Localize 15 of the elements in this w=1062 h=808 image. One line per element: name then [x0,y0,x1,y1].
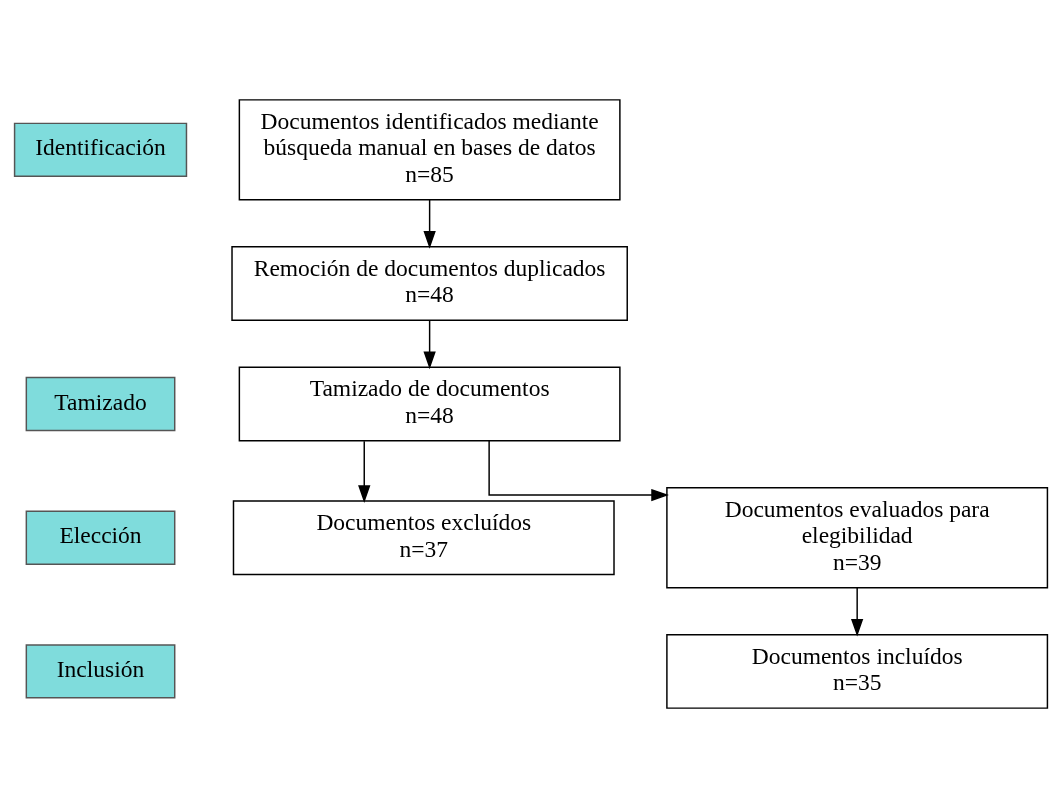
arrow [851,587,864,637]
arrow [423,199,436,249]
node-box: Documentos evaluados para elegibilidad n=39 [666,487,1049,589]
node-box: Remoción de documentos duplicados n=48 [231,246,628,321]
node-box: Documentos incluídos n=35 [666,633,1049,709]
node-box: Elección [25,510,176,565]
node-box: Documentos excluídos n=37 [232,500,615,576]
arrow [358,440,371,503]
node-box: Inclusión [25,644,176,699]
node-box: Documentos identificados mediante búsqueda manual en bases de datos n=85 [238,99,621,201]
arrow [488,440,669,502]
node-box: Tamizado [25,376,176,432]
arrow [423,319,436,370]
node-box: Identificación [13,122,188,177]
node-box: Tamizado de documentos n=48 [238,366,621,442]
